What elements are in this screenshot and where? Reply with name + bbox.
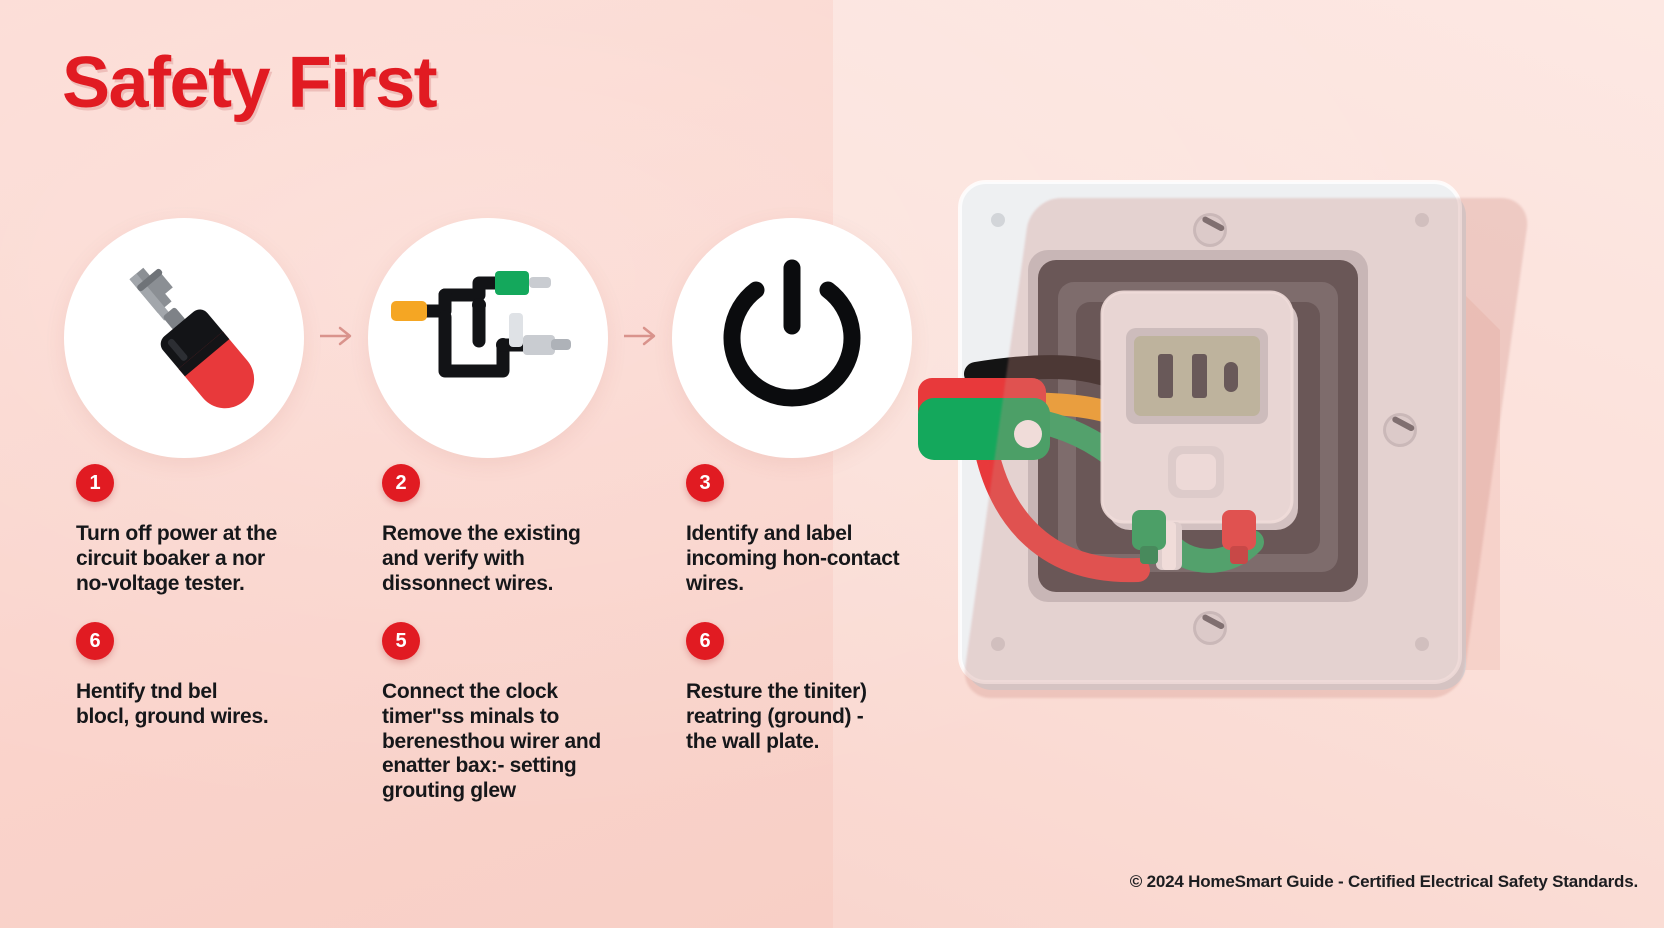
screwdriver-icon xyxy=(129,267,255,409)
arrow-step2-to-step3 xyxy=(622,322,662,350)
step-1-text: Turn off power at the circuit boaker a n… xyxy=(76,522,277,595)
power-icon xyxy=(723,259,861,407)
step-3-text: Identify and label incoming hon-contact … xyxy=(686,522,900,595)
step-1-badge: 1 xyxy=(76,464,114,502)
step-6-text: Resture the tiniter) reatring (ground) -… xyxy=(686,680,867,753)
step-4-badge: 6 xyxy=(76,622,114,660)
icon-circle-power xyxy=(672,218,912,458)
step-6: 6 Resture the tiniter) reatring (ground)… xyxy=(686,622,936,754)
step-2: 2 Remove the existing and verify with di… xyxy=(382,464,632,596)
step-6-badge: 6 xyxy=(686,622,724,660)
step-1: 1 Turn off power at the circuit boaker a… xyxy=(76,464,326,596)
step-5: 5 Connect the clock timer''ss minals to … xyxy=(382,622,632,804)
arrow-step1-to-step2 xyxy=(318,322,358,350)
step-2-text: Remove the existing and verify with diss… xyxy=(382,522,581,595)
step-3: 3 Identify and label incoming hon-contac… xyxy=(686,464,936,596)
screw-top xyxy=(1193,213,1227,247)
icon-circle-wiring-diagram xyxy=(368,218,608,458)
step-3-badge: 3 xyxy=(686,464,724,502)
background-panel-left xyxy=(0,0,833,928)
screw-bottom xyxy=(1193,611,1227,645)
step-4-text: Hentify tnd bel blocl, ground wires. xyxy=(76,680,269,728)
step-5-text: Connect the clock timer''ss minals to be… xyxy=(382,680,601,803)
step-4: 6 Hentify tnd bel blocl, ground wires. xyxy=(76,622,326,730)
page-title: Safety First xyxy=(62,43,438,123)
icon-circle-screwdriver xyxy=(64,218,304,458)
outlet-drop-shadow xyxy=(960,198,1532,698)
wiring-diagram-icon xyxy=(391,271,571,378)
screw-right xyxy=(1383,413,1417,447)
step-2-badge: 2 xyxy=(382,464,420,502)
footer-copyright: © 2024 HomeSmart Guide - Certified Elect… xyxy=(1129,872,1638,891)
outlet-svg xyxy=(918,180,1500,690)
step-5-badge: 5 xyxy=(382,622,420,660)
wall-outlet-timer-illustration xyxy=(900,150,1532,710)
